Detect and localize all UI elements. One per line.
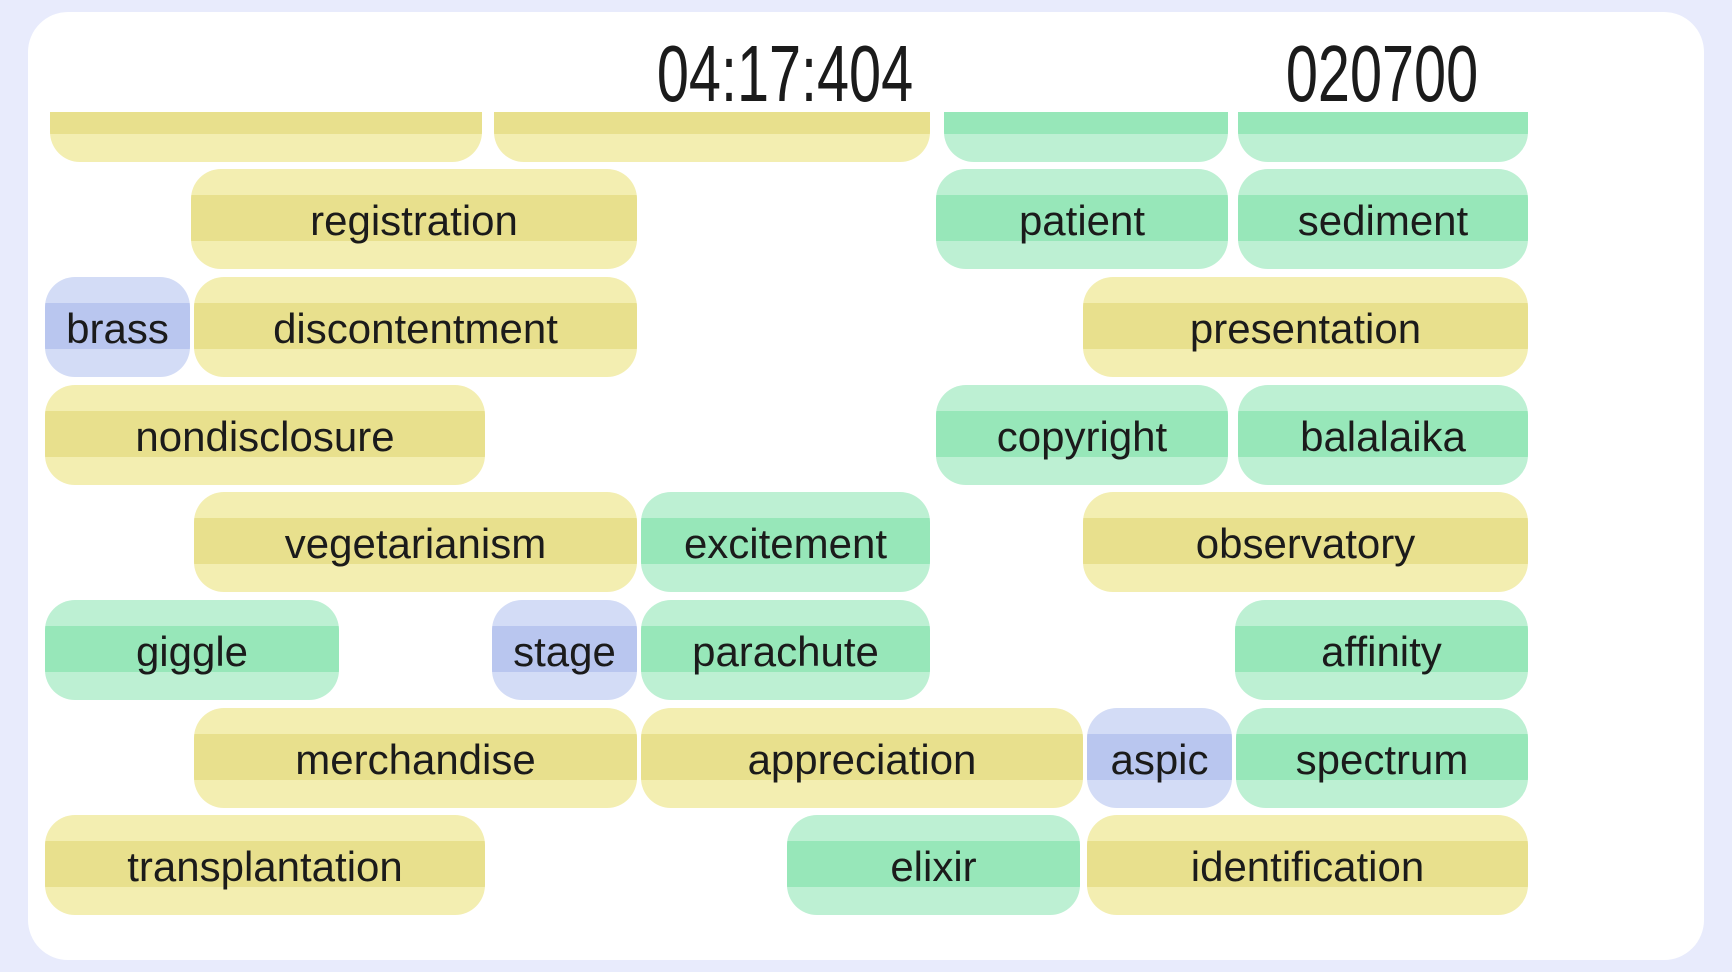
- word-pill-label: brass: [66, 305, 169, 352]
- word-board[interactable]: registration patient sediment brass disconte…: [28, 112, 1704, 960]
- header: 04:17:404 020700: [28, 12, 1704, 114]
- word-pill: parachute: [641, 600, 930, 700]
- word-pill-label: transplantation: [127, 843, 403, 890]
- word-pill: brass: [45, 277, 190, 377]
- timer: 04:17:404: [607, 34, 963, 114]
- word-pill-label: appreciation: [747, 736, 977, 783]
- word-pill-label: copyright: [996, 413, 1168, 460]
- word-pill-label: spectrum: [1295, 736, 1469, 783]
- word-pill-label: merchandise: [295, 736, 536, 783]
- word-pill-label: elixir: [890, 843, 977, 890]
- game-card: 04:17:404 020700 registration patient sedi…: [28, 12, 1704, 960]
- word-pill: vegetarianism: [194, 492, 637, 592]
- word-pill: observatory: [1083, 492, 1528, 592]
- word-pill: spectrum: [1236, 708, 1528, 808]
- score-counter: 020700: [1249, 34, 1516, 114]
- word-pill-label: sediment: [1297, 197, 1469, 244]
- word-pill: affinity: [1235, 600, 1528, 700]
- word-pill: elixir: [787, 815, 1080, 915]
- word-pill-label: vegetarianism: [284, 520, 547, 567]
- word-pill: [944, 112, 1228, 162]
- word-pill: copyright: [936, 385, 1228, 485]
- word-pill-label: parachute: [692, 628, 879, 675]
- word-pill-label: nondisclosure: [135, 413, 395, 460]
- word-pill: nondisclosure: [45, 385, 485, 485]
- word-pill: presentation: [1083, 277, 1528, 377]
- word-pill-label: patient: [1018, 197, 1146, 244]
- word-pill: excitement: [641, 492, 930, 592]
- word-pill: sediment: [1238, 169, 1528, 269]
- word-pill: merchandise: [194, 708, 637, 808]
- timer-value: 04:17:404: [656, 29, 914, 118]
- word-pill-label: observatory: [1195, 520, 1416, 567]
- word-pill: [50, 112, 482, 162]
- word-pill-label: registration: [310, 197, 518, 244]
- word-pill-label: identification: [1190, 843, 1425, 890]
- word-pill: [494, 112, 930, 162]
- word-pill: [1238, 112, 1528, 162]
- word-pill-label: giggle: [135, 628, 249, 675]
- word-pill: patient: [936, 169, 1228, 269]
- word-pill-label: aspic: [1110, 736, 1209, 783]
- word-pill-label: balalaika: [1300, 413, 1466, 460]
- word-pill-label: affinity: [1321, 628, 1442, 675]
- word-pill: stage: [492, 600, 637, 700]
- word-pill: giggle: [45, 600, 339, 700]
- word-pill-label: stage: [513, 628, 616, 675]
- word-pill: transplantation: [45, 815, 485, 915]
- score-value: 020700: [1285, 29, 1479, 118]
- word-pill: aspic: [1087, 708, 1232, 808]
- word-pill-label: excitement: [683, 520, 888, 567]
- word-pill: appreciation: [641, 708, 1083, 808]
- word-pill-label: presentation: [1189, 305, 1422, 352]
- word-pill: identification: [1087, 815, 1528, 915]
- word-pill: registration: [191, 169, 637, 269]
- word-pill: balalaika: [1238, 385, 1528, 485]
- word-pill-label: discontentment: [273, 305, 558, 352]
- word-pill: discontentment: [194, 277, 637, 377]
